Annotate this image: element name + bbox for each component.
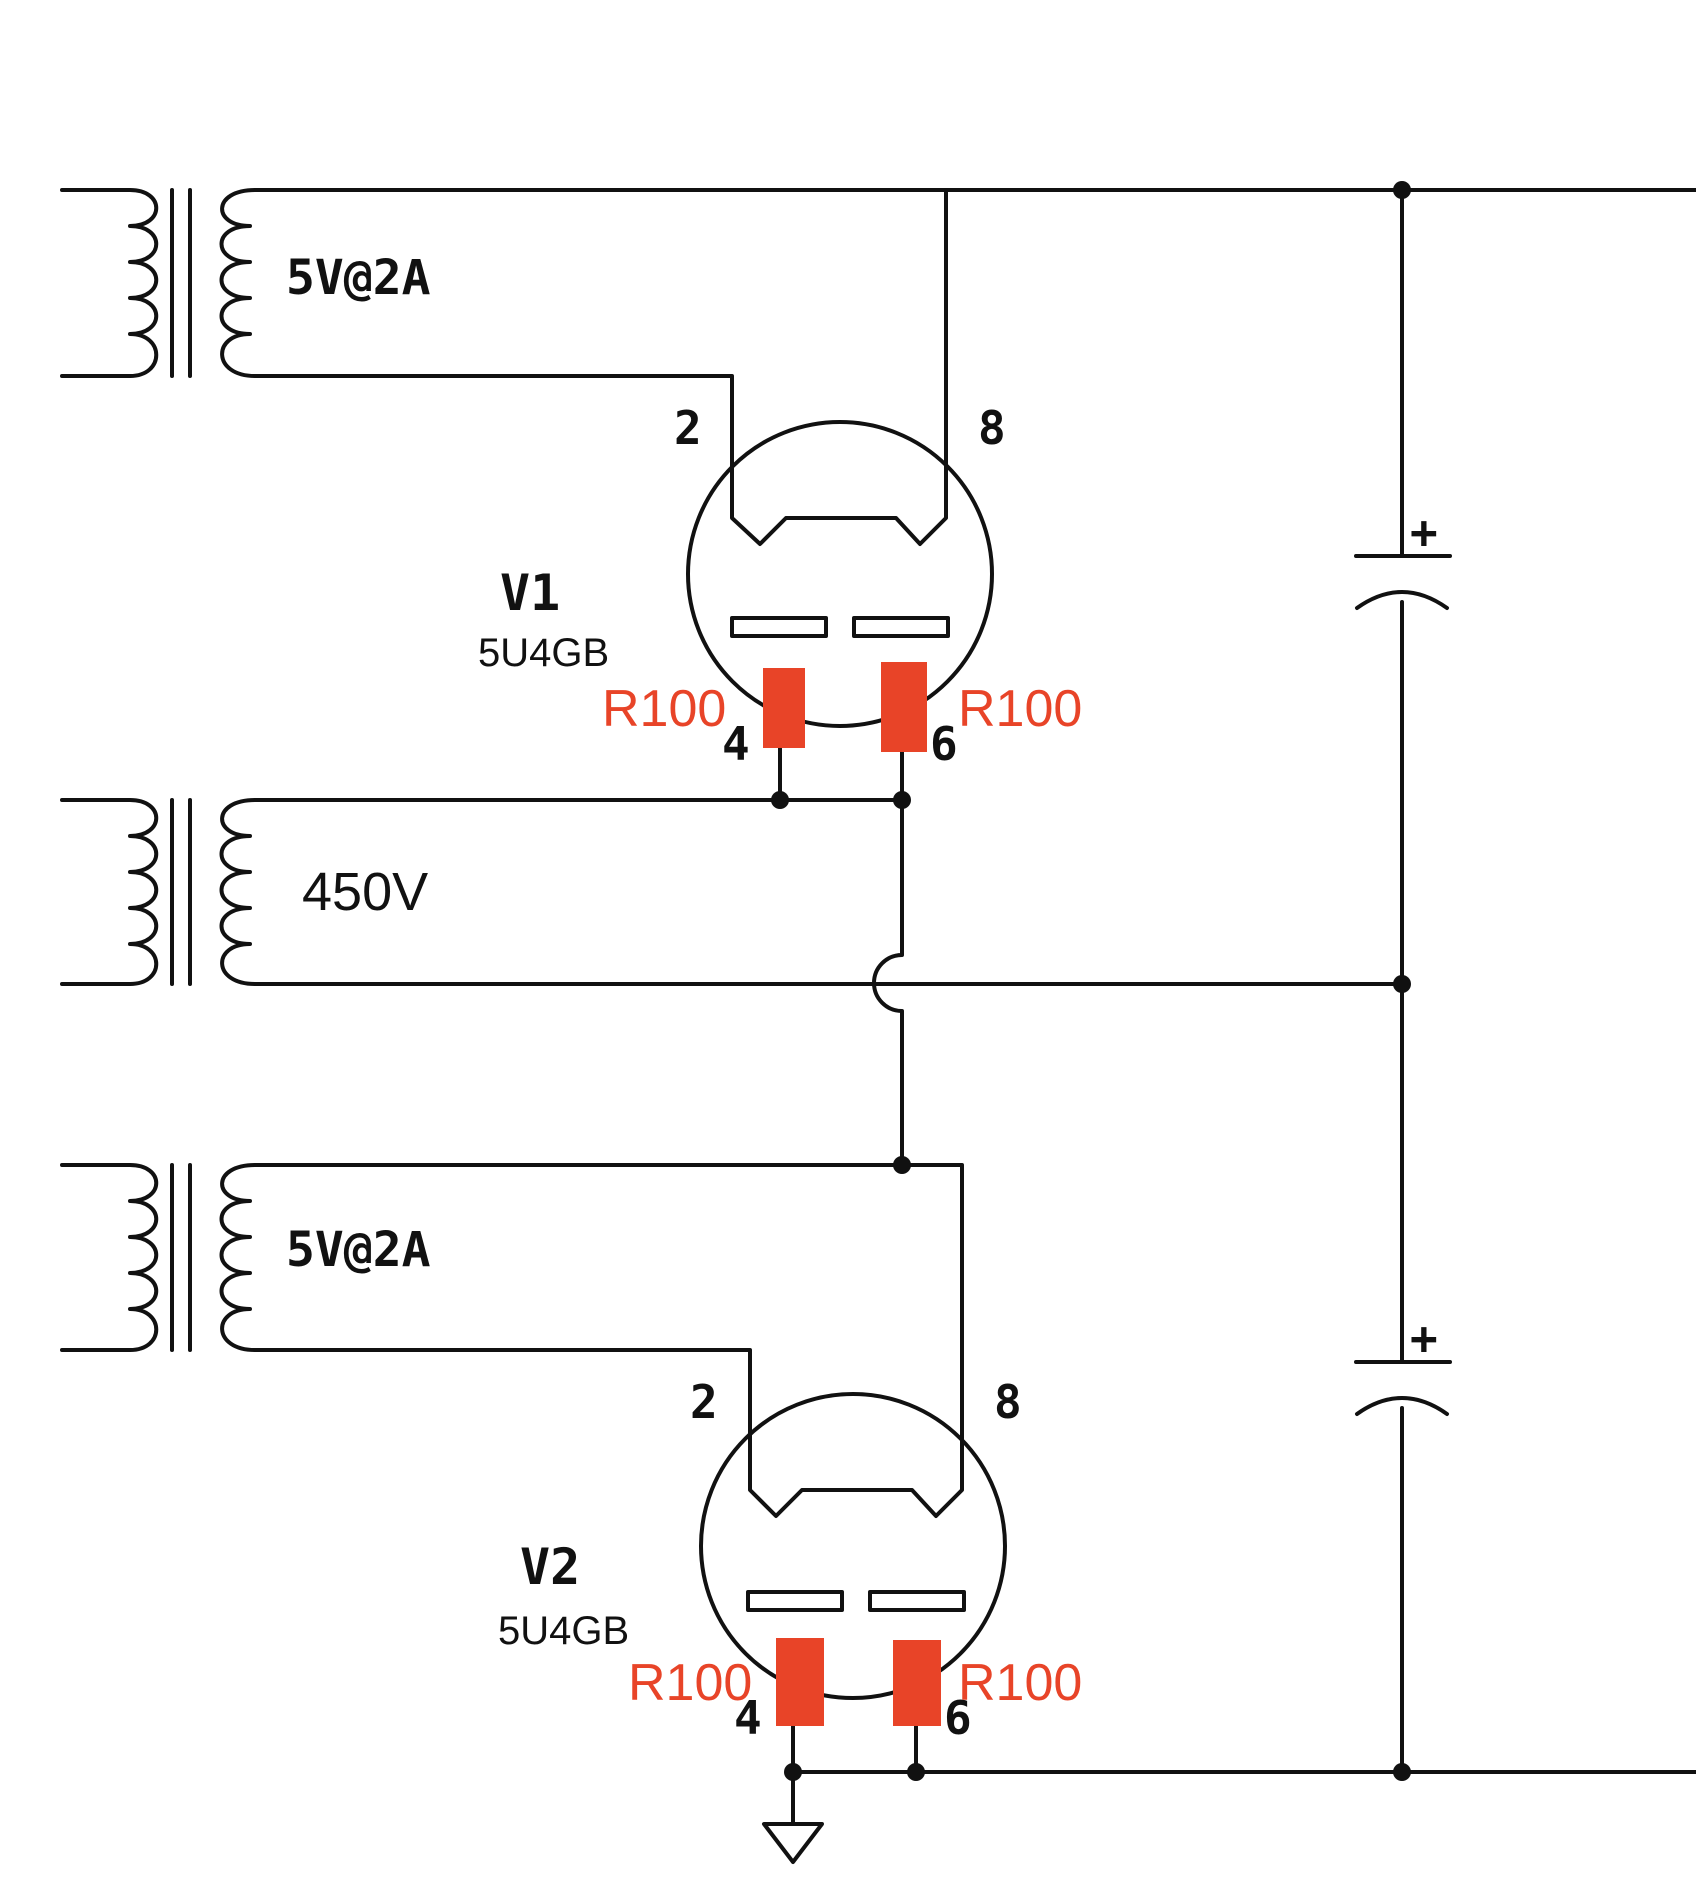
tube-v2-pin2-label: 2: [690, 1375, 718, 1429]
junction-dot-v1-pin6: [893, 791, 911, 809]
tube-v1-envelope: [686, 420, 994, 728]
tube-v1-type: 5U4GB: [478, 631, 609, 675]
tube-v1-filament: [730, 464, 948, 546]
tube-v1-resistor-right: [881, 662, 927, 752]
v1-pin2-wire: [253, 374, 734, 468]
junction-dot-v1-pin4: [771, 791, 789, 809]
tube-v2-pin8-label: 8: [994, 1375, 1022, 1429]
tube-v1-resistor-left-label: R100: [602, 680, 726, 738]
tube-v2-envelope: [699, 1392, 1007, 1700]
tube-v1-pin4-label: 4: [722, 717, 750, 771]
junction-dot-t3-top: [893, 1156, 911, 1174]
tube-v1: 2 8 4 6 V1 5U4GB R100 R100: [478, 401, 1082, 771]
junction-dot-top-right: [1393, 181, 1411, 199]
tube-v1-name: V1: [500, 564, 560, 622]
transformer-1-secondary-winding: [219, 188, 257, 378]
tube-v2-name: V2: [520, 1538, 580, 1596]
transformer-1: 5V@2A: [60, 188, 431, 378]
tube-v1-pin6-label: 6: [930, 717, 958, 771]
transformer-2-label: 450V: [302, 862, 428, 922]
transformer-3: 5V@2A: [60, 1163, 431, 1352]
tube-v2-type: 5U4GB: [498, 1609, 629, 1653]
ground-symbol-icon: [762, 1822, 824, 1864]
transformer-1-primary-winding: [60, 188, 159, 378]
tube-v1-plate-right: [852, 616, 950, 638]
transformer-2: 450V: [60, 798, 428, 986]
capacitor-1-polarity: +: [1410, 505, 1438, 559]
junction-dot-center-right: [1393, 975, 1411, 993]
v2-pin2-wire: [253, 1348, 752, 1440]
tube-v1-pin2-label: 2: [674, 401, 702, 455]
transformer-3-primary-winding: [60, 1163, 159, 1352]
tube-v1-pin8-label: 8: [978, 401, 1006, 455]
tube-v2-resistor-right-label: R100: [958, 1654, 1082, 1712]
capacitor-2: +: [1354, 1311, 1452, 1416]
junction-dot-bottom-right: [1393, 1763, 1411, 1781]
tube-v2: 2 8 4 6 V2 5U4GB R100 R100: [498, 1375, 1082, 1745]
tube-v2-resistor-left: [776, 1638, 824, 1726]
capacitor-2-curved-plate: [1355, 1396, 1449, 1416]
junction-dot-v2-pin4: [784, 1763, 802, 1781]
transformer-2-primary-winding: [60, 798, 159, 986]
junction-dots: [771, 181, 1411, 1781]
transformer-2-secondary-winding: [219, 798, 257, 986]
transformer-3-secondary-winding: [219, 1163, 257, 1352]
tube-v2-resistor-right: [893, 1640, 941, 1726]
tube-v1-resistor-left: [763, 668, 805, 748]
tube-v2-pin6-label: 6: [944, 1691, 972, 1745]
tube-v2-plate-left: [746, 1590, 844, 1612]
junction-dot-v2-pin6: [907, 1763, 925, 1781]
transformer-3-label: 5V@2A: [286, 1222, 431, 1278]
tube-v2-filament: [748, 1436, 964, 1518]
tube-v1-plate-left: [730, 616, 828, 638]
tube-v1-resistor-right-label: R100: [958, 680, 1082, 738]
transformer-1-label: 5V@2A: [286, 250, 431, 306]
tube-v2-pin4-label: 4: [734, 1691, 762, 1745]
capacitor-1: +: [1354, 505, 1452, 610]
capacitor-1-curved-plate: [1355, 590, 1449, 610]
tube-v2-resistor-left-label: R100: [628, 1654, 752, 1712]
capacitor-2-polarity: +: [1410, 1311, 1438, 1365]
wiring: [253, 188, 1696, 1826]
tube-v2-plate-right: [868, 1590, 966, 1612]
v2-pin8-wire: [253, 1163, 964, 1440]
